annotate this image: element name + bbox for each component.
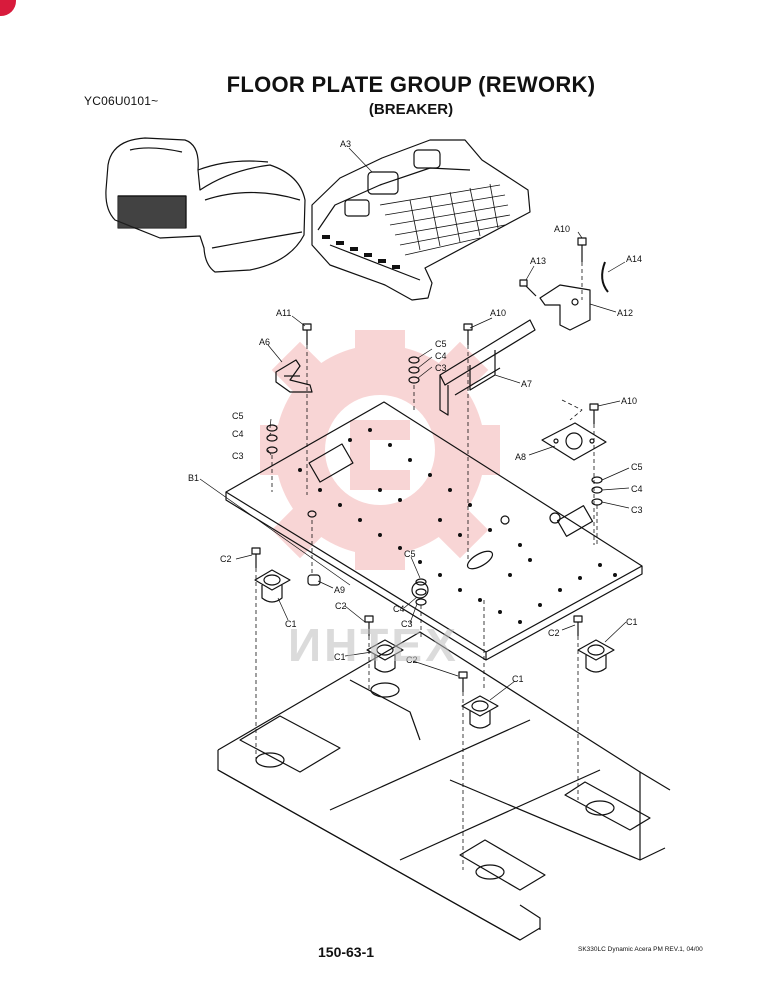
callout-c2-4: C2 [548, 628, 560, 638]
callout-c1-4: C1 [626, 617, 638, 627]
floor-mat [311, 139, 531, 301]
bracket-a7 [439, 319, 536, 416]
callout-c5-4: C5 [404, 549, 416, 559]
callout-c3-1: C3 [435, 363, 447, 373]
callout-c2-3: C2 [406, 655, 418, 665]
callout-c1-3: C1 [512, 674, 524, 684]
callout-a10-top: A10 [554, 224, 571, 234]
plate-a8 [541, 422, 607, 461]
rubber-mounts [254, 569, 615, 729]
watermark-text: ИНТЕХ [288, 619, 459, 671]
callout-b1: B1 [188, 473, 200, 483]
base-frame [217, 631, 671, 941]
callout-a10-right: A10 [621, 396, 638, 406]
bracket-a12 [539, 261, 609, 331]
bolts [251, 237, 599, 692]
callout-c1-2: C1 [334, 652, 346, 662]
callout-a11: A11 [276, 308, 292, 318]
callout-a12: A12 [617, 308, 634, 318]
bracket-a6 [275, 359, 313, 393]
callout-a10-mid: A10 [490, 308, 507, 318]
callout-c4-3: C4 [631, 484, 643, 494]
page-title: FLOOR PLATE GROUP (REWORK) [226, 72, 596, 97]
callout-a7: A7 [521, 379, 533, 389]
callout-c5-3: C5 [631, 462, 643, 472]
leader-lines [199, 147, 630, 701]
callout-a13: A13 [530, 256, 547, 266]
operator-seat [105, 137, 306, 273]
callout-c3-3: C3 [631, 505, 643, 515]
callout-a8: A8 [515, 452, 527, 462]
page-subtitle: (BREAKER) [368, 101, 454, 118]
callout-c4-2: C4 [232, 429, 244, 439]
callout-c4-4: C4 [393, 604, 405, 614]
callout-c3-2: C3 [232, 451, 244, 461]
callout-c3-4: C3 [401, 619, 413, 629]
callout-c2-2: C2 [335, 601, 347, 611]
callout-c2-1: C2 [220, 554, 232, 564]
callout-a3: A3 [340, 139, 352, 149]
callout-a14: A14 [626, 254, 643, 264]
callout-a6: A6 [259, 337, 271, 347]
page-number: 150-63-1 [318, 944, 375, 960]
callout-c4-1: C4 [435, 351, 447, 361]
callout-c5-1: C5 [435, 339, 447, 349]
callout-a9: A9 [334, 585, 346, 595]
assembly-lines [255, 262, 598, 870]
serial-range: YC06U0101~ [84, 94, 159, 108]
callout-c5-2: C5 [232, 411, 244, 421]
callout-c1-1: C1 [285, 619, 297, 629]
revision-note: SK330LC Dynamic Acera PM REV.1, 04/00 [578, 946, 703, 953]
